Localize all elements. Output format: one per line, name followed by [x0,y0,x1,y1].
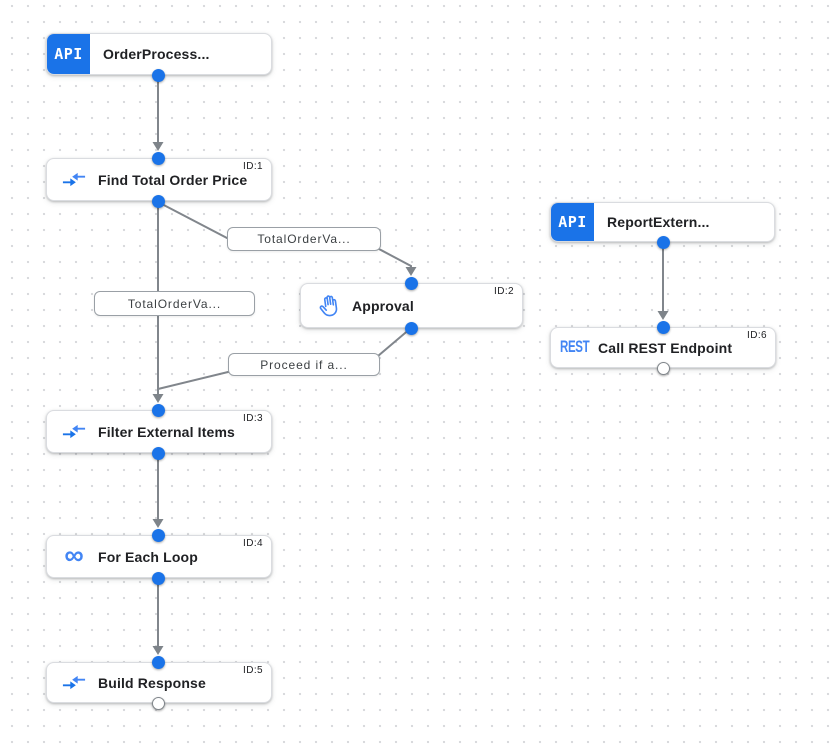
task-id-badge: ID:5 [243,665,263,676]
data-mapping-icon [61,424,87,439]
arrowhead [152,519,164,528]
task-id-badge: ID:6 [747,330,767,341]
port-out-find-total[interactable] [151,194,165,208]
arrowhead [152,394,164,403]
port-in-call-rest[interactable] [656,320,670,334]
edge-label-totalorderva-upper[interactable]: TotalOrderVa... [227,227,381,251]
node-build-response[interactable]: Build Response ID:5 [46,662,272,703]
arrowhead [657,311,669,320]
edge-label-totalorderva-lower[interactable]: TotalOrderVa... [94,291,255,316]
port-in-filter[interactable] [151,403,165,417]
node-title: Filter External Items [98,423,235,440]
node-call-rest-endpoint[interactable]: REST Call REST Endpoint ID:6 [550,327,776,368]
node-title: Build Response [98,674,206,691]
task-id-badge: ID:4 [243,538,263,549]
node-filter-external-items[interactable]: Filter External Items ID:3 [46,410,272,453]
port-out-build-response-open[interactable] [151,696,165,710]
api-trigger-badge-icon: API [551,203,594,241]
node-order-process-trigger[interactable]: API OrderProcess... [46,33,272,75]
rest-text-icon: REST [560,338,590,356]
task-id-badge: ID:2 [494,286,514,297]
node-approval[interactable]: Approval ID:2 [300,283,523,328]
data-mapping-icon [61,172,87,187]
port-out-call-rest-open[interactable] [656,361,670,375]
arrowhead [405,267,417,276]
arrowhead [152,142,164,151]
port-out-order-process[interactable] [151,68,165,82]
pan-tool-hand-icon [315,294,341,317]
data-mapping-icon [61,675,87,690]
node-for-each-loop[interactable]: ∞ For Each Loop ID:4 [46,535,272,578]
node-find-total-order-price[interactable]: Find Total Order Price ID:1 [46,158,272,201]
node-title: Approval [352,297,414,314]
port-in-foreach[interactable] [151,528,165,542]
port-out-report-external[interactable] [656,235,670,249]
port-out-foreach[interactable] [151,571,165,585]
api-trigger-badge-icon: API [47,34,90,74]
edge-label-proceed-if[interactable]: Proceed if a... [228,353,380,376]
arrowhead [152,646,164,655]
node-title: Call REST Endpoint [598,339,733,356]
infinity-loop-icon: ∞ [64,539,84,570]
node-title: OrderProcess... [103,46,210,62]
port-out-filter[interactable] [151,446,165,460]
port-in-build-response[interactable] [151,655,165,669]
node-title: ReportExtern... [607,214,710,230]
port-out-approval[interactable] [404,321,418,335]
task-id-badge: ID:1 [243,161,263,172]
node-title: Find Total Order Price [98,171,248,188]
node-title: For Each Loop [98,548,198,565]
port-in-find-total[interactable] [151,151,165,165]
port-in-approval[interactable] [404,276,418,290]
node-report-external-trigger[interactable]: API ReportExtern... [550,202,775,242]
task-id-badge: ID:3 [243,413,263,424]
